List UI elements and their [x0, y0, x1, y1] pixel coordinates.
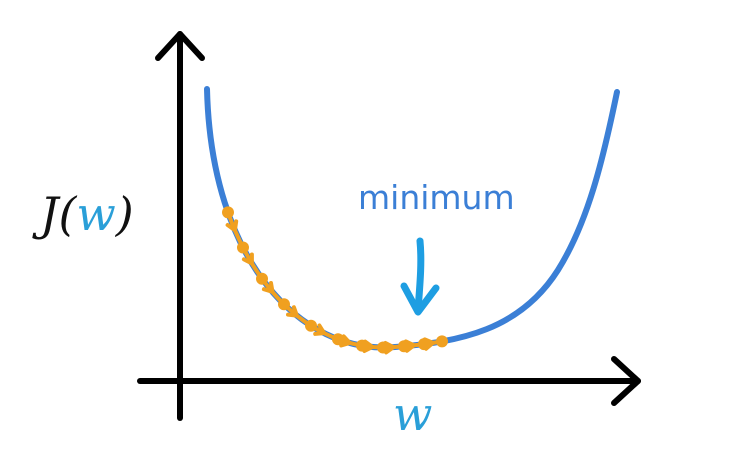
arrow-down-icon [400, 237, 440, 316]
descent-step-arrow [339, 334, 352, 348]
descent-steps [222, 206, 448, 355]
descent-step-arrow [422, 337, 435, 351]
descent-step-arrow [261, 281, 275, 294]
descent-step-dot [237, 241, 249, 254]
descent-step-arrow [286, 305, 299, 318]
descent-step-dot [305, 319, 317, 332]
descent-step-dot [256, 272, 268, 285]
descent-step-dot [436, 335, 448, 348]
y-axis-label-close: ) [115, 187, 134, 241]
descent-step-arrow [362, 339, 375, 353]
descent-step-dot [222, 206, 234, 219]
y-axis-label: J(w) [32, 187, 134, 241]
descent-step-dot [332, 333, 344, 346]
x-axis [137, 356, 641, 406]
cost-curve [204, 86, 620, 351]
descent-step-dot [278, 298, 290, 311]
y-axis-label-func: J( [32, 187, 77, 241]
descent-step-arrow [383, 341, 396, 355]
y-axis-label-var: w [76, 187, 115, 241]
y-axis-arrowhead [155, 31, 205, 61]
descent-step-arrow [313, 323, 327, 336]
descent-step-arrow [241, 252, 254, 266]
x-axis-label: w [393, 387, 432, 441]
descent-step-arrow [403, 339, 416, 353]
descent-step-arrow [225, 219, 239, 233]
minimum-label: minimum [358, 178, 515, 217]
x-axis-arrowhead [611, 356, 641, 406]
y-axis [155, 31, 205, 421]
